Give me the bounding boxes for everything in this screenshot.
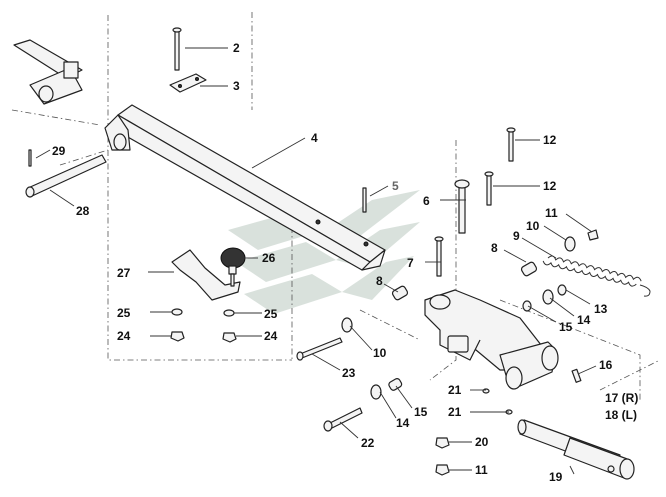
label-5: 5 bbox=[392, 179, 399, 193]
label-10b: 10 bbox=[373, 346, 387, 360]
label-14a: 14 bbox=[577, 313, 591, 327]
shaft-and-pin bbox=[517, 368, 635, 480]
label-11b: 11 bbox=[475, 463, 488, 477]
label-19: 19 bbox=[549, 470, 563, 484]
label-27: 27 bbox=[117, 266, 131, 280]
part-labels: 2 3 4 5 6 7 8 8 9 10 10 11 11 12 12 13 1… bbox=[52, 41, 638, 484]
leader-lines bbox=[35, 47, 597, 475]
label-8b: 8 bbox=[376, 274, 383, 288]
label-26: 26 bbox=[262, 251, 276, 265]
watermark-logo bbox=[228, 190, 420, 314]
label-11a: 11 bbox=[545, 206, 558, 220]
pin-and-clip bbox=[25, 149, 107, 198]
label-18l: 18 (L) bbox=[605, 408, 637, 422]
label-12b: 12 bbox=[543, 179, 557, 193]
pivot-bracket-assembly bbox=[424, 289, 559, 390]
main-beam bbox=[104, 104, 386, 271]
tension-spring bbox=[542, 255, 651, 297]
horizontal-bolts bbox=[296, 337, 363, 432]
spacers-washers bbox=[341, 229, 599, 476]
bracket-and-bumper bbox=[170, 247, 246, 343]
label-15a: 15 bbox=[559, 320, 573, 334]
label-23: 23 bbox=[342, 366, 356, 380]
label-3: 3 bbox=[233, 79, 240, 93]
label-13: 13 bbox=[594, 302, 608, 316]
label-15b: 15 bbox=[414, 405, 428, 419]
label-20: 20 bbox=[475, 435, 489, 449]
label-24a: 24 bbox=[117, 329, 131, 343]
label-14b: 14 bbox=[396, 416, 410, 430]
label-24b: 24 bbox=[264, 329, 278, 343]
label-25a: 25 bbox=[117, 306, 131, 320]
label-16: 16 bbox=[599, 358, 613, 372]
label-4: 4 bbox=[311, 131, 318, 145]
upper-left-bracket bbox=[13, 39, 83, 105]
top-bolt-and-plate bbox=[169, 27, 207, 93]
label-7: 7 bbox=[407, 256, 414, 270]
label-22: 22 bbox=[361, 436, 375, 450]
label-6: 6 bbox=[423, 194, 430, 208]
label-9: 9 bbox=[513, 229, 520, 243]
label-21a: 21 bbox=[448, 383, 462, 397]
label-10a: 10 bbox=[526, 219, 540, 233]
label-25b: 25 bbox=[264, 307, 278, 321]
label-2: 2 bbox=[233, 41, 240, 55]
label-12a: 12 bbox=[543, 133, 557, 147]
label-29: 29 bbox=[52, 144, 66, 158]
label-17r: 17 (R) bbox=[605, 391, 638, 405]
reference-lines bbox=[11, 12, 661, 400]
label-21b: 21 bbox=[448, 405, 462, 419]
label-8a: 8 bbox=[491, 241, 498, 255]
vertical-bolts bbox=[362, 127, 516, 277]
label-28: 28 bbox=[76, 204, 90, 218]
